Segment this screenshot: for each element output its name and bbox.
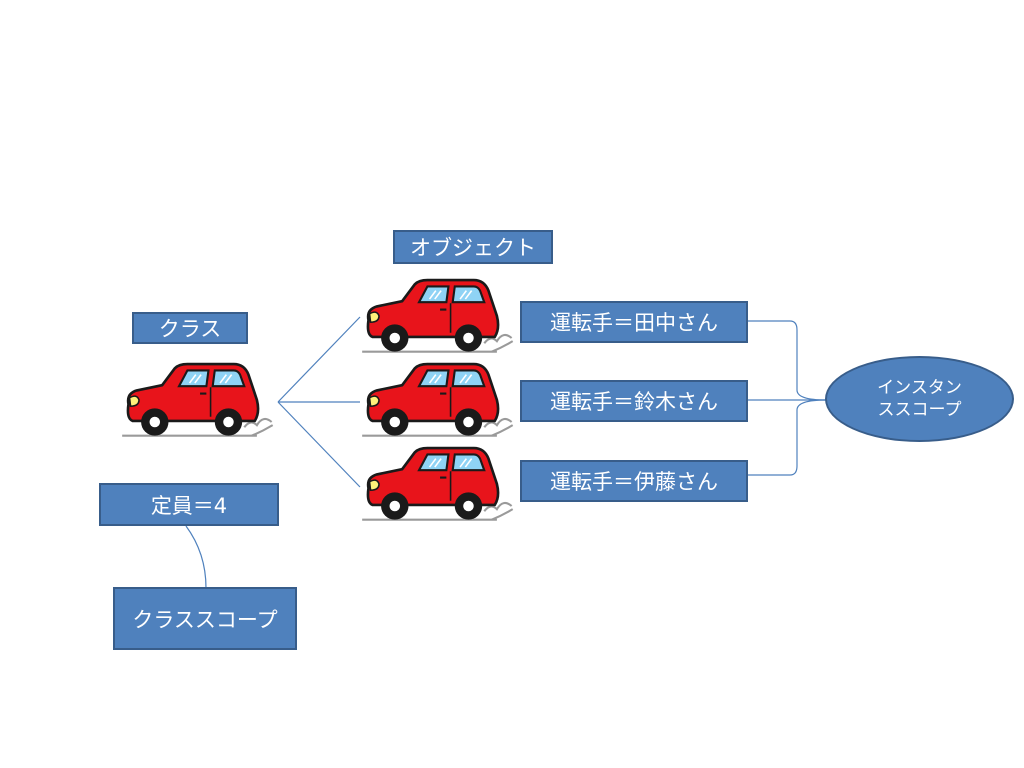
connector-capacity-scope: [185, 525, 207, 589]
connector-driver3-scope: [748, 399, 827, 476]
connector-driver1-scope: [748, 320, 827, 401]
class-label: クラス: [132, 312, 248, 344]
driver-label-2-text: 運転手＝鈴木さん: [550, 390, 718, 414]
driver-label-1: 運転手＝田中さん: [520, 301, 748, 343]
object-label: オブジェクト: [393, 230, 553, 264]
capacity-label-text: 定員＝4: [150, 493, 228, 518]
driver-label-1-text: 運転手＝田中さん: [550, 311, 718, 335]
red-car-icon: [120, 362, 274, 437]
red-car-icon: [360, 446, 514, 521]
instance-scope-line1: インスタン: [877, 378, 962, 398]
red-car-icon: [360, 278, 514, 353]
class-scope-label: クラススコープ: [113, 587, 297, 650]
class-scope-label-text: クラススコープ: [132, 607, 278, 632]
object-label-text: オブジェクト: [410, 236, 536, 260]
connector-class-object-1: [277, 316, 361, 403]
driver-label-2: 運転手＝鈴木さん: [520, 380, 748, 422]
instance-scope-oval: インスタン ススコープ: [825, 356, 1014, 442]
driver-label-3: 運転手＝伊藤さん: [520, 460, 748, 502]
class-label-text: クラス: [158, 317, 222, 341]
connector-class-object-3: [277, 401, 361, 488]
capacity-label: 定員＝4: [99, 483, 279, 526]
red-car-icon: [360, 362, 514, 437]
driver-label-3-text: 運転手＝伊藤さん: [550, 470, 718, 494]
instance-scope-line2: ススコープ: [877, 400, 962, 420]
